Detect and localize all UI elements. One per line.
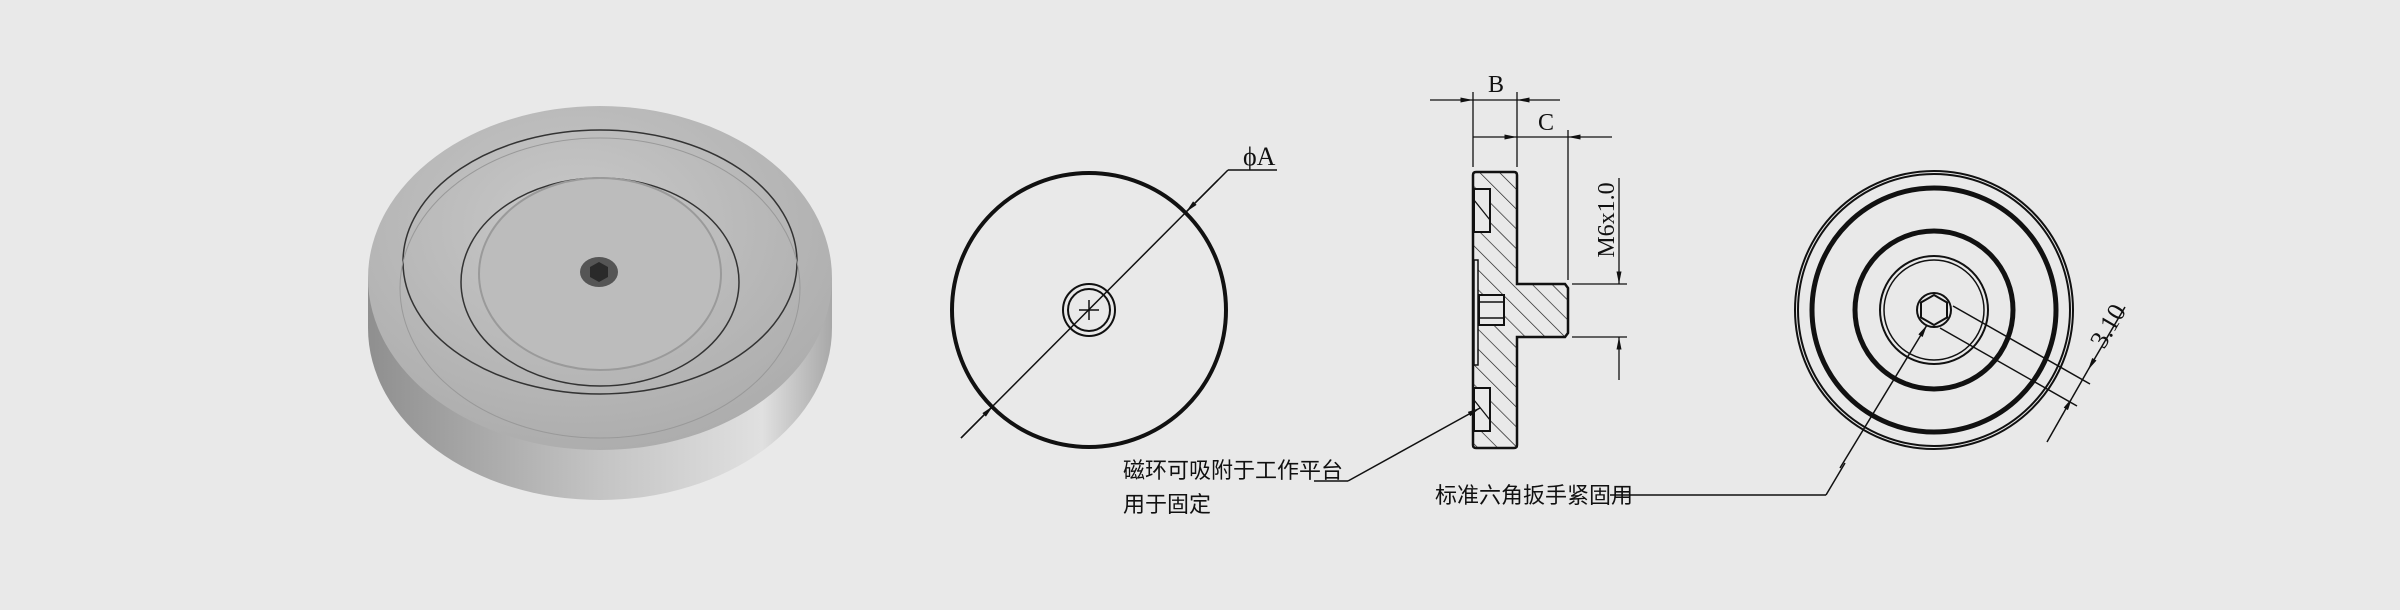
magnet-leader (1314, 407, 1481, 482)
hex-wrench-note: 标准六角扳手紧固用 (1435, 484, 1633, 509)
dim-c-label: C (1538, 110, 1554, 136)
puck-3d-render (368, 106, 832, 500)
front-view (950, 169, 1277, 449)
side-section-view (1430, 92, 1627, 450)
diameter-a-label: ϕA (1243, 142, 1276, 171)
right-view (1610, 170, 2126, 496)
hex-socket-icon (1920, 293, 1948, 327)
dim-b-label: B (1488, 72, 1504, 98)
magnet-note-line2: 用于固定 (1123, 493, 1211, 518)
magnet-note-line1: 磁环可吸附于工作平台 (1123, 459, 1343, 484)
thread-label: M6x1.0 (1594, 182, 1620, 257)
